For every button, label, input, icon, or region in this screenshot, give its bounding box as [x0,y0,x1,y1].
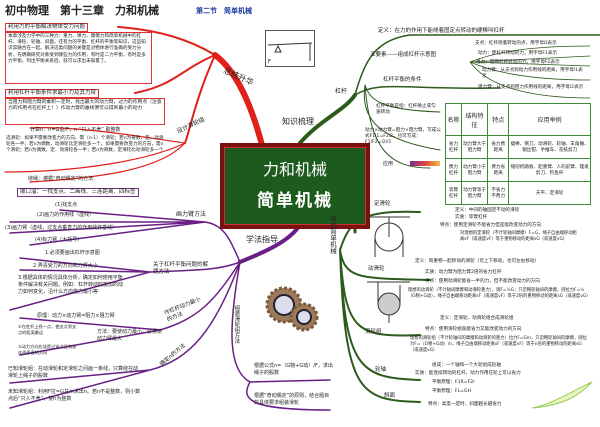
summary-heading-force-balance: 利用力的平衡解决物体受力问题 [5,23,89,33]
table-cell: 动力臂小于阻力臂 [460,158,489,183]
table-cell: 费力杠杆 [445,158,462,183]
table-cell: 不省力不费力 [487,181,510,205]
central-topic: 力和机械 简单机械 [220,143,370,229]
rhyme-box: 顺口溜：一找支点、二画线、三连距离、四标签 [17,188,139,198]
lever-definition: 定义：在力的作用下能绕着固定点转动的硬棒叫杠杆 [378,28,505,34]
block-item: 特点：使用滑轮组既能省力又能改变动力的方向 [425,327,522,332]
five-elements: 五要素——组成杠杆示意图 [370,52,437,58]
table-cell: 撬棒、铡刀、动滑轮、轮轴、羊角锤、钢丝钳、手推车、花枝剪刀 [508,135,591,160]
arm-step: (1)找支点 [55,202,78,208]
lever-diagram: F [265,30,315,67]
table-cell: 天平、定滑轮 [508,181,591,205]
gears-icon [265,286,319,332]
axle-item: 平衡原理：F1R=F2r [432,380,476,385]
n-item: 未知滑轮组：利用F拉=G总/n求出n。若n不是整数，则小数点后“只入不舍”，使n… [8,389,141,402]
balance-formula: 动力×动力臂=阻力×阻力臂，写成公式F1l1=F2l2，也可写成：F1/F2=l… [365,128,441,146]
pulley-block-label: 滑轮组 [365,329,382,335]
element-item: 动力臂：从支点到动力作用线的距离，用字母l1表示 [482,68,583,80]
central-title-1: 力和机械 [262,160,327,179]
table-cell: 缝纫机踏板、起重臂、人的前臂、理发剪刀、钓鱼杆 [508,158,591,183]
element-item: 阻力：阻碍杠杆转动的力，用字母F2表示 [476,60,560,65]
central-title-2: 简单机械 [257,191,333,211]
table-header: 应用举例 [508,102,591,137]
movable-item: 理想的动滑轮（不计轴间摩擦和动滑轮重力），则F=½G；只忽略轮轴间的摩擦，则拉力… [408,288,591,299]
fixed-item: 对理想的定滑轮（不计轮轴间摩擦）F=G，绳子自由端移动距离sF（或速度vF）等于… [460,231,577,242]
movable-pulley-icon [367,281,410,323]
incline-item: 平衡原理：FL=GH [432,389,472,394]
way-item: ②动力方向应该是过该点且和该连线垂直的方向 [18,344,77,355]
axle-item: 组成：一个轴和一个大轮组成轮轴 [432,363,501,368]
balance-step: 3.根据具体的情况具体分析，确定如何使用平衡条件解决有关问题。例如：杠杆转动时施… [18,275,124,295]
element-item: 阻力臂：从支点到阻力作用线的距离，用字母l2表示 [478,85,584,90]
section-title: 第二节 简单机械 [196,7,252,15]
element-item: 动力：使杠杆转动的力，用字母F1表示 [478,51,558,56]
branch-knowledge: 知识梳理 [282,117,314,126]
fixed-pulley-icon [367,216,410,257]
balance-step: 1.必须要画出杠杆示意图 [45,250,100,256]
fixed-item: 特点：使用定滑轮不能省力但是能改变动力的方向 [440,223,542,228]
table-row: 费力杠杆动力臂小于阻力臂费力省距离缝纫机踏板、起重臂、人的前臂、理发剪刀、钓鱼杆 [445,158,591,183]
table-cell: 等臂杠杆 [445,181,462,205]
apply-label: 应用 [383,161,394,167]
balance-step: 2.弄清受力的方向和力臂大小 [33,263,98,269]
movable-item: 定义：和重物一起移动的滑轮（可上下移动，也可左右移动） [415,259,540,264]
branch-lever: 杠杆 [335,88,348,95]
balance-meaning: 杠杆平衡是指：杠杆静止或匀速转动 [376,104,436,116]
arrow-icon [410,161,440,166]
movable-item: 实质：动力臂为阻力臂2倍的省力杠杆 [425,270,502,275]
arm-step: (3)画力臂（虚线，过支点垂直力的作用线作垂线） [5,225,118,231]
page-title: 初中物理 第十三章 力和机械 [5,4,159,17]
summary-branch-lines [4,26,265,183]
table-cell: 动力臂大于阻力臂 [460,135,489,160]
table-header: 特点 [487,102,510,137]
leaf-decoration-icon [531,381,593,409]
assemble-item: 根据公式n=（G物+G动）/F，求出绳子的股数 [254,363,333,376]
table-cell: 费力省距离 [487,158,510,183]
axle-item: 实质：能连续转动的杠杆，动力作用在轮上可以省力 [415,371,521,376]
balance-condition: 杠杆平衡的条件 [383,77,422,83]
table-header: 名称 [445,102,462,137]
choose-pulley-text: 选滑轮：如果不需要改变力的方向，需（n-1）个滑轮；若n为奇数，定、动滑轮各一半… [6,136,164,154]
block-item: 理想的滑轮组（不计轮轴间的摩擦和动滑轮的重力）拉力F=G/n，只忽略轮轴间的摩擦… [410,336,587,353]
table-row: 省力杠杆动力臂大于阻力臂省力费距离撬棒、铡刀、动滑轮、轮轴、羊角锤、钢丝钳、手推… [445,135,591,160]
assemble-item: 根据“奇动偶定”的原则，结合题目的具体要求组装滑轮 [254,393,330,406]
summary-heading-min-force: 利用杠杆平衡条件求最小力及其力臂 [5,89,100,99]
principle-text: 原理：动力×动力臂=阻力×阻力臂 [37,313,115,319]
fixed-item: 定义：中间的轴固定不动的滑轮 [455,208,520,213]
incline-label: 斜面 [384,393,396,399]
incline-item: 特点：高度一定时，斜面越长越省力 [428,402,502,407]
element-item: 支点：杠杆绕着转动的点，用字母O表示 [475,41,557,46]
table-row: 等臂杠杆动力臂等于阻力臂不省力不费力天平、定滑轮 [445,181,591,205]
movable-item: 特点：使用动滑轮能省一半的力，但不能改变动力的方向 [425,279,540,284]
lever-types-table: 名称结构特征特点应用举例 省力杠杆动力臂大于阻力臂省力费距离撬棒、铡刀、动滑轮、… [445,102,591,205]
calc-n-text: 计算n：n=G总/F，n “只入不舍” 取整数 [30,127,121,133]
n-item: 已知滑轮组：在动滑轮和定滑轮之间画一条线，只算绕在动滑轮上绳子的股数 [8,366,139,379]
summary-paragraph-force-balance: 本章涉及力学中的三种力：重力、弹力、摩擦力和简单机械中的杠杆、滑轮、轮轴、斜面，… [5,32,152,84]
branch-method: 学法指导 [246,235,278,244]
way-item: ①在杠杆上找一点，使这点到支点的距离最远 [18,324,77,335]
method-branch-lines [9,209,331,411]
movable-pulley-label: 动滑轮 [368,266,385,272]
branch-other-machines: 其他简单机械 [328,215,337,254]
table-cell: 省力费距离 [487,135,510,160]
way-text: 方法：要使动力最小，必须使动力臂最大 [97,329,163,342]
table-header: 结构特征 [460,102,489,137]
arm-step: (4)标力臂（大括号） [35,237,83,243]
block-item: 定义：定滑轮、动滑轮组合成滑轮组 [440,316,514,321]
fixed-item: 实质：等臂杠杆 [455,215,488,220]
assemble-title: 组装滑轮组方法 [233,305,240,344]
wheel-axle-label: 轮轴 [375,367,387,373]
summary-paragraph-min-force: 当阻力和阻力臂的乘积一定时，找出最大的动力臂，过力的作用点（注意力的作用点在杠杆… [5,98,165,125]
wind-rope-text: 绕绳：遵循“奇动偶定”的方法 [28,176,94,182]
arm-method-title: 画力臂方法 [176,211,207,218]
fixed-pulley-label: 定滑轮 [374,201,391,207]
balance-method-title: 关于杠杆平衡问题的解题方法 [153,262,209,276]
knowledge-branch-lines [298,34,600,403]
table-cell: 动力臂等于阻力臂 [460,181,489,205]
table-cell: 省力杠杆 [445,135,462,160]
svg-text:F: F [268,59,271,65]
arm-step: (2)画力的作用线（虚线） [37,212,95,218]
